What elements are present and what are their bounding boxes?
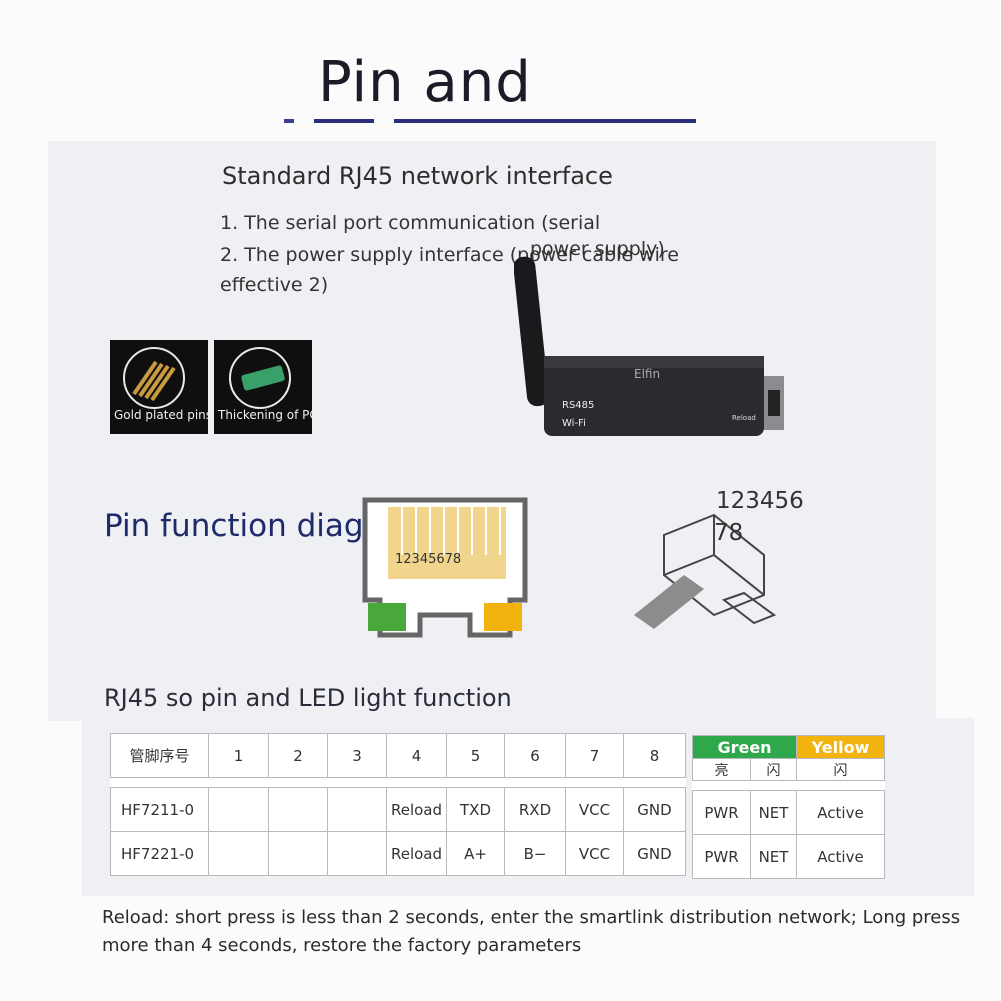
rj45-jack-diagram [362,497,528,638]
device-label-wifi: Wi-Fi [562,418,586,429]
yellow-led [484,603,522,631]
plug-pin-numbers-2: 78 [714,520,744,546]
gold-pins-caption: Gold plated pins [114,408,208,422]
table-row: HF7211-0 Reload TXD RXD VCC GND [110,787,686,832]
reload-note-line-2: more than 4 seconds, restore the factory… [102,935,582,956]
header-cell: 4 [386,733,447,778]
pin-cell: A+ [446,831,505,876]
device-image: Elfin RS485 Wi-Fi Reload [514,256,784,436]
yellow-header: Yellow [796,735,885,759]
pin-cell: RXD [504,787,566,832]
header-cell: 7 [565,733,624,778]
table-row: HF7221-0 Reload A+ B− VCC GND [110,831,686,876]
table-row: PWR NET Active [692,790,885,835]
pcb-icon [229,347,291,409]
header-cell: 管脚序号 [110,733,209,778]
pcb-caption: Thickening of PCB [218,408,312,422]
green-header: Green [692,735,797,759]
pin-cell: GND [623,831,686,876]
pin-cell: VCC [565,787,624,832]
rj45-plug-diagram [634,513,777,629]
pin-cell: GND [623,787,686,832]
header-cell: 6 [504,733,566,778]
pin-cell: B− [504,831,566,876]
plug-pin-numbers-1: 123456 [716,488,804,514]
header-cell: 5 [446,733,505,778]
feature-line-1: 1. The serial port communication (serial [220,212,601,234]
pin-cell: Reload [386,787,447,832]
led-subheader: 亮 闪 闪 [692,758,885,781]
header-cell: 3 [327,733,387,778]
pin-cell: VCC [565,831,624,876]
jack-pin-numbers: 12345678 [395,552,462,567]
model-cell: HF7211-0 [110,787,209,832]
header-cell: 2 [268,733,328,778]
rj45-led-title: RJ45 so pin and LED light function [104,684,512,712]
led-header: Green Yellow [692,735,885,759]
reload-note-line-1: Reload: short press is less than 2 secon… [102,907,961,928]
header-cell: 8 [623,733,686,778]
pin-table: 管脚序号 1 2 3 4 5 6 7 8 HF7211-0 Reload TXD… [110,733,686,876]
green-led [368,603,406,631]
device-brand: Elfin [634,367,660,381]
section-subtitle: Standard RJ45 network interface [222,162,613,190]
table-row: PWR NET Active [692,834,885,879]
feature-line-3: effective 2) [220,274,329,296]
header-cell: 1 [208,733,269,778]
model-cell: HF7221-0 [110,831,209,876]
pcb-thumbnail: Thickening of PCB [214,340,312,434]
pin-cell: Reload [386,831,447,876]
title-underline [284,119,696,123]
led-table: Green Yellow 亮 闪 闪 PWR NET Active PWR NE… [692,735,885,879]
device-label-rs485: RS485 [562,400,594,411]
device-label-reload: Reload [732,414,756,422]
feature-line-2: 2. The power supply interface (power cab… [220,244,679,266]
gold-pins-thumbnail: Gold plated pins [110,340,208,434]
pin-cell: TXD [446,787,505,832]
page-title: Pin and [318,50,532,115]
feature-line-2-overlay: power supply) [530,238,665,260]
gold-pins-icon [123,347,185,409]
pin-table-header: 管脚序号 1 2 3 4 5 6 7 8 [110,733,686,778]
